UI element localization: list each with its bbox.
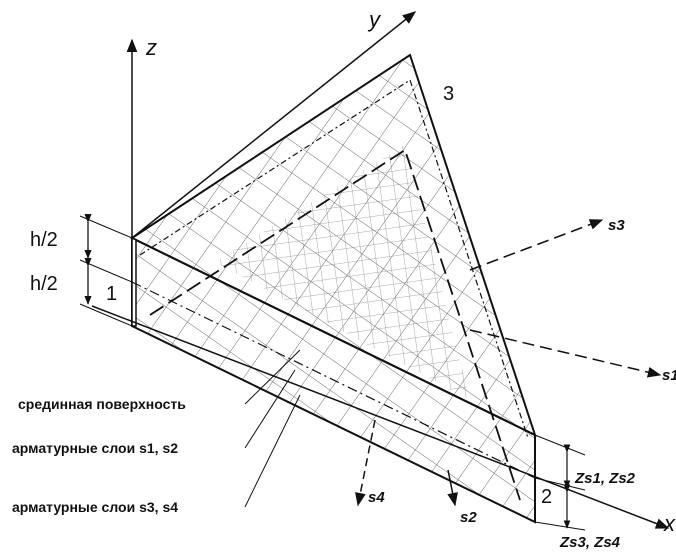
- zs-ext-mid: [534, 477, 586, 491]
- zs-ext-bot: [534, 521, 586, 531]
- corner-3: 3: [443, 83, 454, 105]
- layers-34-label: арматурные слои s3, s4: [12, 499, 178, 515]
- y-axis: [131, 11, 417, 239]
- layer-line-top: [139, 79, 529, 439]
- dim-ext-bot: [79, 303, 133, 327]
- corner-2: 2: [541, 486, 552, 508]
- zs-ext-top: [534, 434, 586, 456]
- dim-top-label: h/2: [30, 229, 58, 251]
- s3-label: s3: [608, 217, 625, 234]
- s4-arrow: [355, 419, 376, 507]
- inner-mesh: [215, 145, 470, 400]
- x-label: x: [663, 511, 676, 536]
- leader-middle: [244, 349, 301, 405]
- corner-1: 1: [106, 283, 117, 305]
- s4-label: s4: [368, 489, 385, 506]
- s2-arrow: [447, 469, 458, 507]
- zs-top-label: Zs1, Zs2: [574, 470, 636, 487]
- x-axis: [91, 305, 670, 529]
- z-label: z: [145, 35, 157, 60]
- s2-label: s2: [460, 509, 477, 526]
- s1-label: s1: [662, 367, 676, 384]
- leader-layers12: [244, 369, 296, 449]
- middle-surface-label: срединная поверхность: [18, 396, 186, 412]
- leader-layers34: [244, 394, 301, 508]
- layers-12-label: арматурные слои s1, s2: [12, 440, 178, 456]
- dim-bottom-label: h/2: [30, 273, 58, 295]
- y-label: y: [367, 7, 382, 32]
- zs-bottom-label: Zs3, Zs4: [559, 534, 621, 551]
- s3-arrow: [469, 219, 604, 271]
- left-face: [131, 236, 137, 327]
- layer-line-bottom: [149, 148, 521, 501]
- s1-arrow: [469, 329, 662, 378]
- middle-surface-line: [131, 281, 536, 479]
